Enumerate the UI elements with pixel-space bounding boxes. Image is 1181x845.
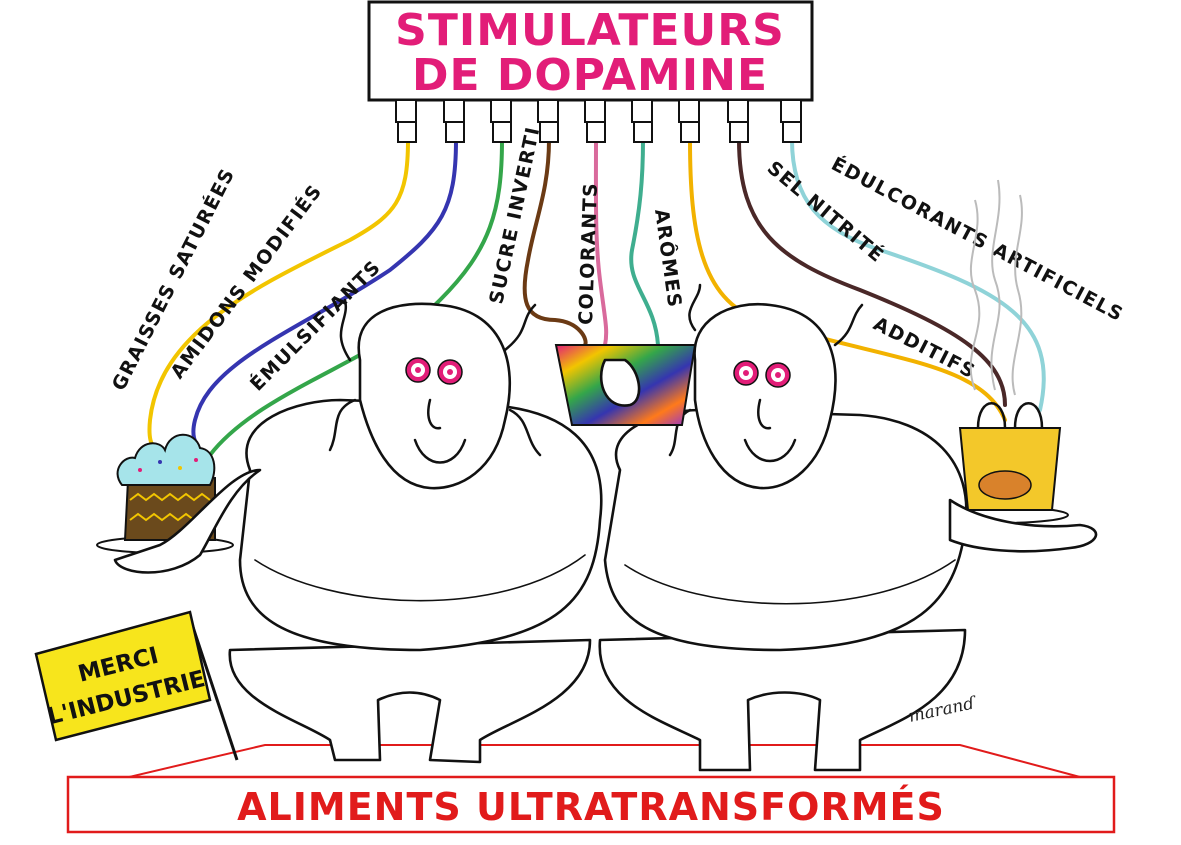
cable-graisses [147, 138, 410, 452]
header-title-line2: DE DOPAMINE [412, 50, 768, 101]
right-figure [598, 283, 1098, 772]
plug-icon [537, 99, 559, 143]
cable-group [147, 138, 1046, 457]
base-platform: ALIMENTS ULTRATRANSFORMÉS [66, 744, 1116, 834]
plug-icon [443, 99, 465, 143]
spiral-eye-icon [405, 357, 431, 383]
label-aromes: ARÔMES [650, 207, 688, 309]
plug-icon [780, 99, 802, 143]
cable-aromes [629, 138, 660, 347]
plug-group [395, 99, 802, 143]
header-title-line1: STIMULATEURS [395, 5, 785, 56]
plug-icon [678, 99, 700, 143]
plug-icon [490, 99, 512, 143]
cable-edulcorants [790, 138, 1046, 412]
plug-icon [727, 99, 749, 143]
plug-icon [395, 99, 417, 143]
plug-icon [584, 99, 606, 143]
label-additifs: ADDITIFS [870, 313, 980, 383]
sign-flag [34, 610, 212, 742]
spiral-eye-icon [733, 360, 759, 386]
plug-icon [631, 99, 653, 143]
spiral-eye-icon [437, 359, 463, 385]
psychedelic-cup [554, 344, 697, 426]
spiral-eye-icon [765, 362, 791, 388]
left-figure [113, 298, 603, 764]
cable-sucre [522, 138, 588, 347]
merci-sign: MERCI L'INDUSTRIE [34, 610, 239, 761]
smoke-lines [969, 179, 1023, 396]
base-title: ALIMENTS ULTRATRANSFORMÉS [237, 785, 945, 829]
label-colorants: COLORANTS [575, 181, 602, 325]
cable-colorants [593, 138, 609, 347]
cable-amidons [191, 138, 458, 452]
header-box: STIMULATEURS DE DOPAMINE [367, 0, 814, 102]
